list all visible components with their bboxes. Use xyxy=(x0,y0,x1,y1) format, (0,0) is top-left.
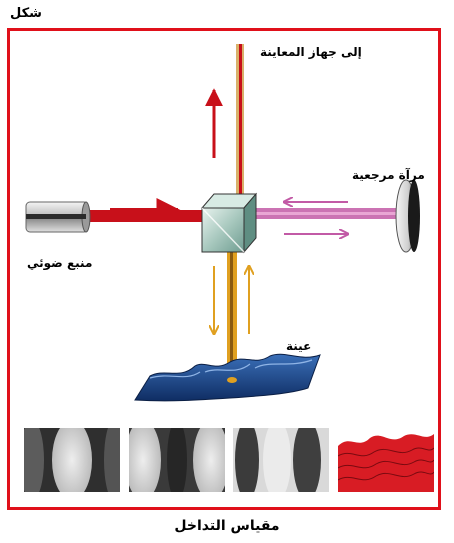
fringe-tile-3 xyxy=(233,428,329,492)
figure-frame xyxy=(7,28,441,510)
label-reference-mirror: مرآة مرجعية xyxy=(352,168,425,182)
label-light-source: منبع ضوئي xyxy=(27,256,93,270)
fringe-tile-2 xyxy=(129,428,225,492)
figure-caption: مقياس التداخل xyxy=(174,518,280,534)
reference-mirror xyxy=(395,179,420,253)
light-source xyxy=(25,201,91,233)
label-sample: عينة xyxy=(286,339,312,353)
beam-splitter-cube xyxy=(200,192,258,254)
reference-beam xyxy=(238,208,398,219)
fringe-tile-1 xyxy=(24,428,120,492)
label-to-viewer: إلى جهاز المعاينة xyxy=(260,45,362,59)
sample-surface xyxy=(134,353,321,402)
sample-beam xyxy=(227,236,237,380)
fringe-tile-4 xyxy=(338,428,434,492)
figure-heading: شكل xyxy=(10,6,42,21)
viewer-beam xyxy=(236,44,244,214)
